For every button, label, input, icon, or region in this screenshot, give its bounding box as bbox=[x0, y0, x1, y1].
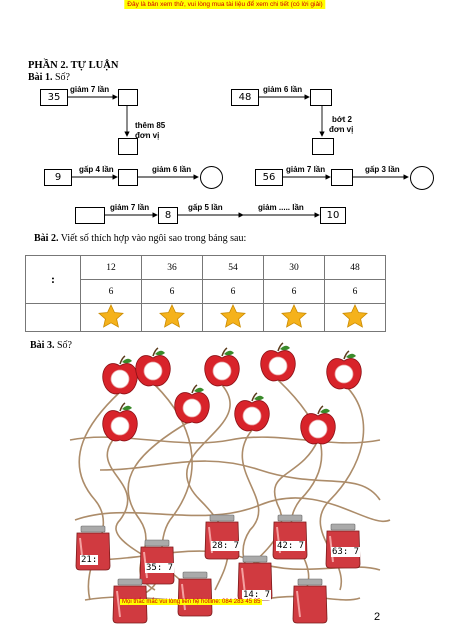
apple-icon bbox=[134, 347, 172, 387]
preview-banner: Đây là bản xem thử, vui lòng mua tài liệ… bbox=[124, 0, 326, 9]
star-cell-4[interactable] bbox=[263, 303, 325, 332]
empty-cell bbox=[25, 303, 81, 332]
label-giam7b: giảm 7 lần bbox=[286, 165, 326, 174]
star-icon bbox=[281, 304, 307, 328]
bai1-title: Bài 1. bbox=[28, 72, 53, 83]
box-blank-2[interactable] bbox=[118, 138, 138, 155]
box-10: 10 bbox=[320, 207, 346, 224]
box-56: 56 bbox=[255, 169, 283, 186]
star-icon bbox=[98, 304, 124, 328]
box-blank-1[interactable] bbox=[118, 89, 138, 106]
cell-r2-2: 6 bbox=[141, 279, 203, 304]
apple-icon bbox=[101, 355, 139, 395]
box-8: 8 bbox=[158, 207, 178, 224]
cell-r1-4: 30 bbox=[263, 255, 325, 280]
apple-icon bbox=[259, 342, 297, 382]
circle-answer-2[interactable] bbox=[410, 166, 434, 190]
section-title: PHẦN 2. TỰ LUẬN bbox=[28, 60, 119, 71]
page-number: 2 bbox=[374, 611, 381, 623]
label-giam6b: giảm 6 lần bbox=[152, 165, 192, 174]
bai1-heading: Bài 1. Số? bbox=[28, 72, 70, 83]
star-icon bbox=[159, 304, 185, 328]
footer-hotline: Mọi thắc mắc vui lòng liên hệ hotline: 0… bbox=[120, 599, 263, 605]
box-blank-7[interactable] bbox=[75, 207, 105, 224]
label-them85: thêm 85 bbox=[135, 121, 165, 130]
label-gap5: gấp 5 lần bbox=[188, 203, 223, 212]
jar-icon bbox=[292, 578, 328, 624]
jar-icon bbox=[177, 571, 213, 617]
label-bot2: bớt 2 bbox=[332, 115, 352, 124]
apple-icon bbox=[325, 350, 363, 390]
label-donvi-1: đơn vị bbox=[135, 131, 160, 140]
circle-answer-1[interactable] bbox=[200, 166, 223, 189]
box-35: 35 bbox=[40, 89, 68, 106]
cell-r1-2: 36 bbox=[141, 255, 203, 280]
apple-icon bbox=[101, 402, 139, 442]
cell-r1-3: 54 bbox=[202, 255, 264, 280]
apple-icon bbox=[233, 392, 271, 432]
star-cell-2[interactable] bbox=[141, 303, 203, 332]
jar-label-1: 21: bbox=[80, 555, 99, 565]
box-48: 48 bbox=[231, 89, 259, 106]
label-giam6: giảm 6 lần bbox=[263, 85, 303, 94]
jar-label-2: 35: 7 bbox=[145, 563, 175, 573]
diagram-arrows bbox=[67, 94, 409, 218]
jar-label-6: 14: 7 bbox=[242, 590, 272, 600]
label-gap3: gấp 3 lần bbox=[365, 165, 400, 174]
star-icon bbox=[220, 304, 246, 328]
star-icon bbox=[342, 304, 368, 328]
jar-icon bbox=[272, 514, 308, 560]
jar-icon bbox=[325, 523, 361, 569]
label-donvi-2: đơn vị bbox=[329, 125, 354, 134]
star-cell-3[interactable] bbox=[202, 303, 264, 332]
star-cell-1[interactable] bbox=[80, 303, 142, 332]
label-gap4: gấp 4 lần bbox=[79, 165, 114, 174]
jar-label-3: 28: 7 bbox=[211, 541, 241, 551]
jar-label-5: 63: 7 bbox=[331, 547, 361, 557]
bai3-heading: Bài 3. Số? bbox=[30, 340, 72, 351]
jar-label-4: 42: 7 bbox=[276, 541, 306, 551]
colon-cell: : bbox=[25, 255, 81, 304]
box-9: 9 bbox=[44, 169, 72, 186]
star-cell-5[interactable] bbox=[324, 303, 386, 332]
cell-r1-5: 48 bbox=[324, 255, 386, 280]
label-them85-1: thêm 85 bbox=[135, 121, 166, 130]
jar-icon bbox=[204, 514, 240, 560]
bai2-title: Bài 2. bbox=[34, 233, 59, 244]
box-blank-4[interactable] bbox=[312, 138, 334, 155]
bai1-text: Số? bbox=[54, 72, 70, 83]
box-blank-3[interactable] bbox=[310, 89, 332, 106]
bai2-text: Viết số thích hợp vào ngôi sao trong bản… bbox=[60, 233, 247, 244]
bai3-title: Bài 3. bbox=[30, 340, 55, 351]
box-blank-6[interactable] bbox=[331, 169, 353, 186]
apple-icon bbox=[173, 384, 211, 424]
label-giam-dots: giảm ..... lần bbox=[258, 203, 304, 212]
bai2-heading: Bài 2. Viết số thích hợp vào ngôi sao tr… bbox=[34, 233, 246, 244]
division-table: : 12 36 54 30 48 6 6 6 6 6 bbox=[25, 255, 386, 332]
label-giam7c: giảm 7 lần bbox=[110, 203, 150, 212]
bai3-text: Số? bbox=[56, 340, 72, 351]
apple-icon bbox=[203, 347, 241, 387]
box-blank-5[interactable] bbox=[118, 169, 138, 186]
label-giam7: giảm 7 lần bbox=[70, 85, 110, 94]
